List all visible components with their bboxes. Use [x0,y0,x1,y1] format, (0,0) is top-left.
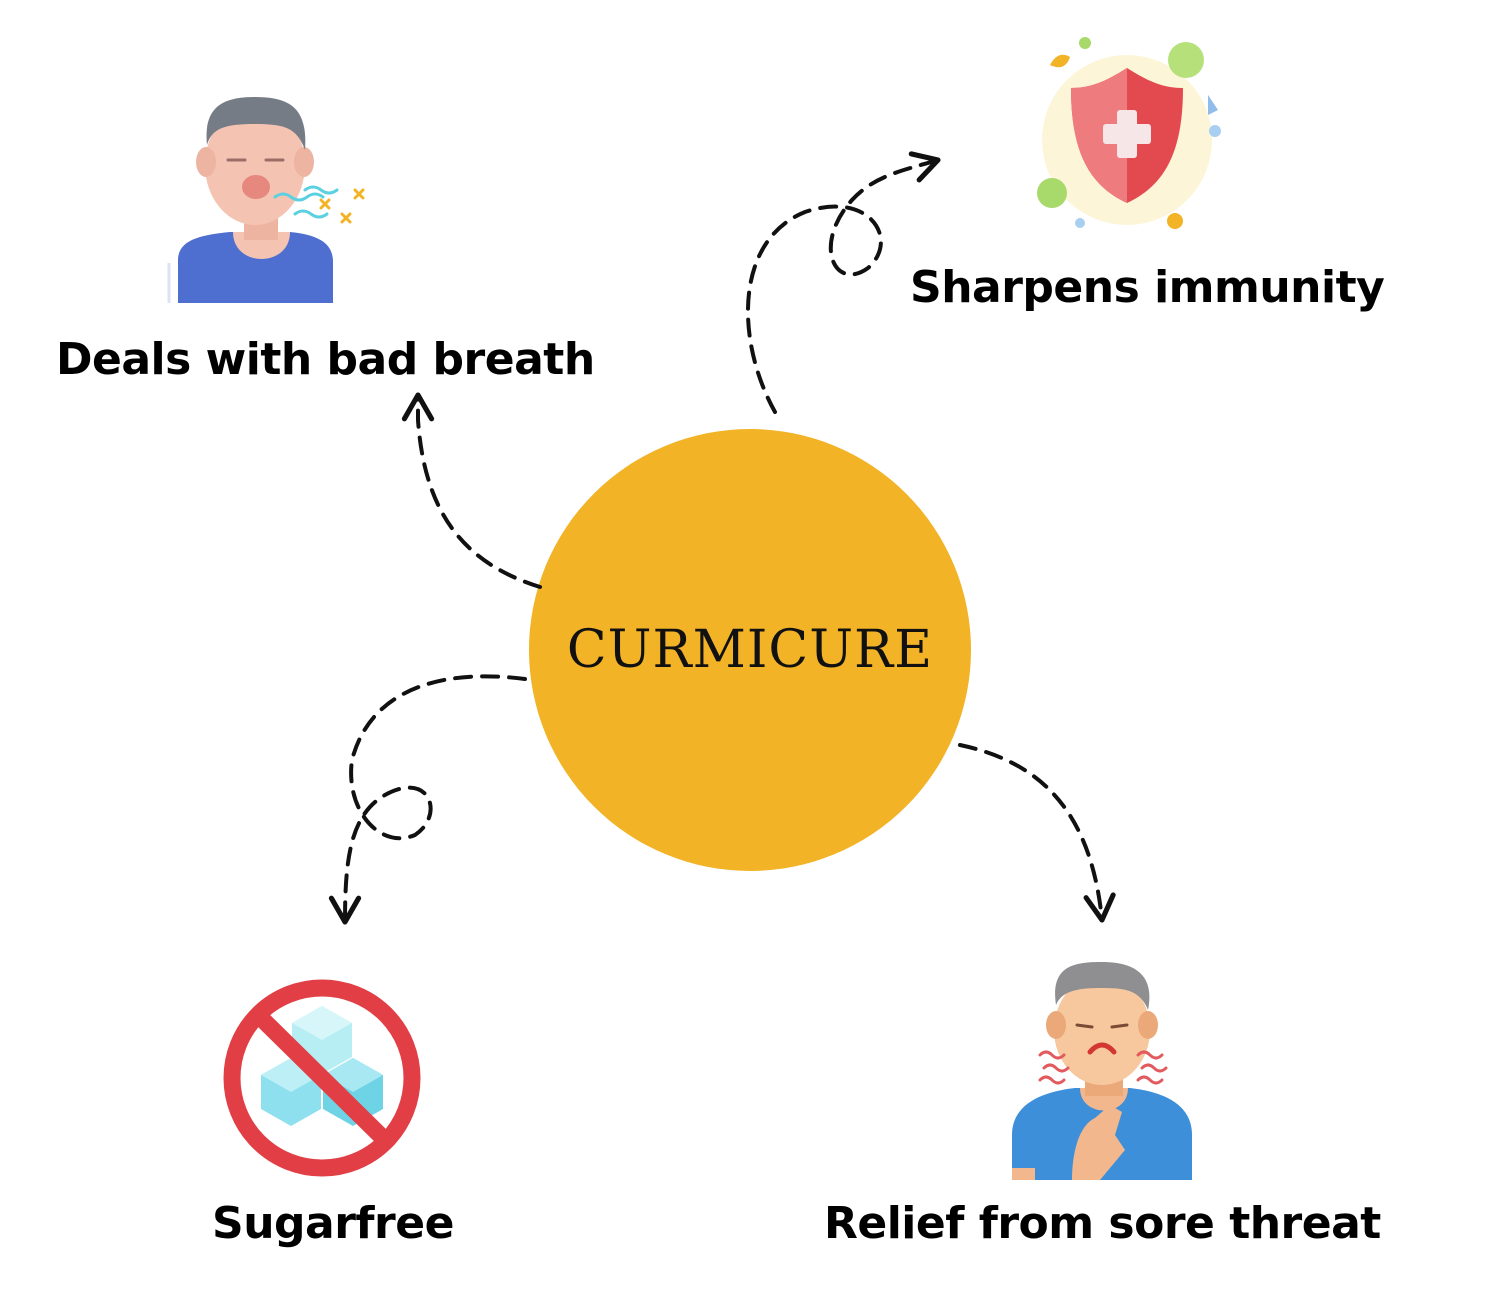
arrow-to-sugarfree [328,674,527,925]
label-immunity: Sharpens immunity [910,262,1385,313]
center-circle [529,429,971,871]
sore-throat-person-icon [1012,962,1192,1180]
arrow-to-bad-breath [401,392,542,589]
center-title: CURMICURE [566,620,934,680]
shield-cross-icon [1037,37,1221,229]
bad-breath-person-icon [167,97,365,303]
no-sugar-icon [223,979,421,1177]
arrow-to-sore-throat [958,743,1116,923]
arrow-to-immunity [746,151,941,414]
connectors [328,151,1116,925]
label-sore-throat: Relief from sore threat [824,1198,1381,1249]
label-sugarfree: Sugarfree [212,1198,454,1249]
label-bad-breath: Deals with bad breath [56,334,595,385]
